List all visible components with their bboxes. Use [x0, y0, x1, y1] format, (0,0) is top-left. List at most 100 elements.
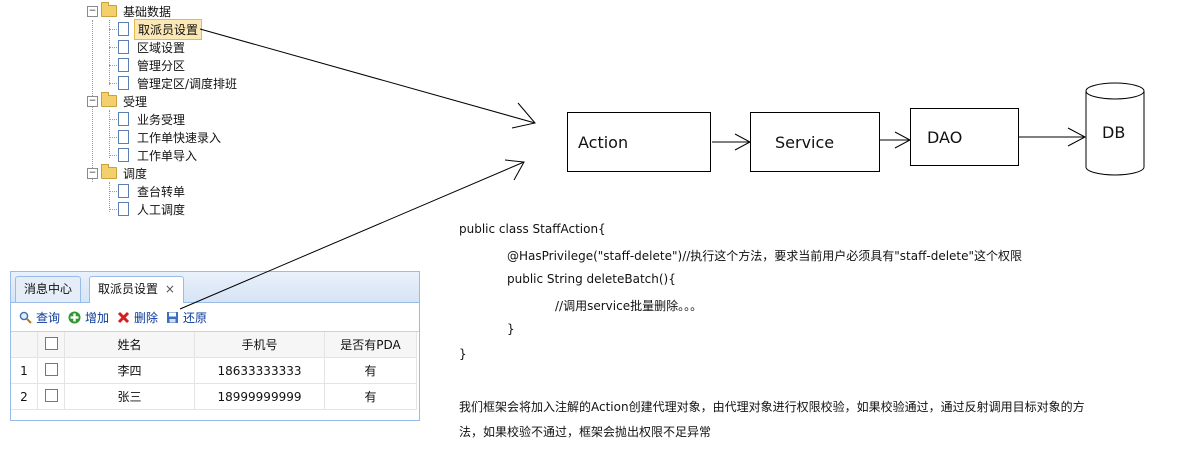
code-line: } [507, 322, 515, 336]
row-number: 1 [11, 357, 38, 384]
delete-button[interactable]: 删除 [117, 309, 158, 326]
description-line: 法，如果校验不通过，框架会抛出权限不足异常 [459, 425, 712, 439]
code-line: @HasPrivilege("staff-delete")//执行这个方法，要求… [507, 249, 1023, 263]
arrowhead [1067, 127, 1087, 147]
tree-item-label: 工作单快速录入 [137, 130, 222, 145]
tree-item-label: 工作单导入 [137, 148, 198, 163]
code-line: } [459, 347, 467, 361]
folder-icon [101, 92, 117, 107]
row-checkbox-cell [37, 383, 65, 410]
tree-item-label: 管理分区 [137, 58, 186, 73]
delete-label: 删除 [134, 310, 159, 325]
action-label: Action [578, 132, 629, 152]
cell-name: 李四 [64, 357, 195, 384]
collapse-icon[interactable]: − [87, 167, 98, 179]
collapse-icon[interactable]: − [87, 95, 98, 107]
dao-label: DAO [927, 127, 963, 147]
document-icon [118, 112, 129, 126]
document-icon [118, 58, 129, 72]
plus-icon [68, 311, 81, 323]
document-icon [118, 202, 129, 216]
tree-group-accept[interactable]: − 受理 [87, 92, 150, 110]
table-row[interactable]: 2 张三 18999999999 有 [11, 383, 417, 410]
tree-group-label: 调度 [123, 166, 148, 181]
service-label: Service [775, 132, 835, 152]
tree-item-business-accept[interactable]: 业务受理 [118, 110, 188, 128]
collapse-icon[interactable]: − [87, 5, 98, 17]
restore-label: 还原 [183, 310, 208, 325]
document-icon [118, 22, 129, 36]
tree-item-label: 业务受理 [137, 112, 186, 127]
select-all-cell [37, 332, 65, 358]
save-icon [167, 311, 179, 323]
tree-group-dispatch[interactable]: − 调度 [87, 164, 150, 182]
tree-item-manage-partition[interactable]: 管理分区 [118, 56, 188, 74]
tab-label: 取派员设置 [98, 282, 159, 296]
row-number: 2 [11, 383, 38, 410]
cell-pda: 有 [324, 383, 417, 410]
tree-group-label: 受理 [123, 94, 148, 109]
restore-button[interactable]: 还原 [166, 309, 207, 326]
tab-bar: 消息中心 取派员设置 × [11, 272, 419, 303]
db-cylinder-icon [1085, 82, 1145, 176]
cell-pda: 有 [324, 357, 417, 384]
arrowhead [511, 102, 536, 129]
tab-label: 消息中心 [24, 282, 73, 296]
cell-phone: 18633333333 [194, 357, 325, 384]
table-row[interactable]: 1 李四 18633333333 有 [11, 357, 417, 384]
column-header-pda[interactable]: 是否有PDA [324, 332, 417, 358]
cell-name: 张三 [64, 383, 195, 410]
column-header-phone[interactable]: 手机号 [194, 332, 325, 358]
tree-item-manage-fixed-area[interactable]: 管理定区/调度排班 [118, 74, 240, 92]
row-checkbox-cell [37, 357, 65, 384]
tree-item-import[interactable]: 工作单导入 [118, 146, 200, 164]
document-icon [118, 130, 129, 144]
tree-item-label: 人工调度 [137, 202, 186, 217]
folder-icon [101, 164, 117, 179]
document-icon [118, 184, 129, 198]
add-button[interactable]: 增加 [68, 309, 109, 326]
document-icon [118, 76, 129, 90]
dao-box: DAO [910, 108, 1019, 166]
cross-icon [117, 311, 130, 323]
service-box: Service [750, 112, 880, 172]
add-label: 增加 [85, 310, 110, 325]
description-line: 我们框架会将加入注解的Action创建代理对象，由代理对象进行权限校验，如果校验… [459, 400, 1085, 414]
tab-panel: 消息中心 取派员设置 × 查询 增加 删除 还原 姓名 手机号 [10, 271, 420, 421]
tab-courier-settings[interactable]: 取派员设置 × [89, 276, 184, 303]
arrow-menu-to-action [199, 28, 536, 124]
arrowhead [504, 159, 525, 181]
action-box: Action [567, 112, 711, 172]
tree-item-label: 区域设置 [137, 40, 186, 55]
row-checkbox[interactable] [44, 388, 58, 402]
tab-message-center[interactable]: 消息中心 [15, 276, 82, 302]
column-header-name[interactable]: 姓名 [64, 332, 195, 358]
row-number-header [11, 332, 38, 358]
query-label: 查询 [36, 310, 61, 325]
grid-header-row: 姓名 手机号 是否有PDA [11, 332, 417, 358]
code-line: public class StaffAction{ [459, 222, 606, 236]
row-checkbox[interactable] [44, 362, 58, 376]
tree-group-label: 基础数据 [123, 4, 172, 19]
arrow-delete-to-action [179, 161, 525, 310]
code-line: //调用service批量删除。。。 [555, 299, 703, 313]
search-icon [19, 311, 32, 324]
tree-item-label: 查台转单 [137, 184, 186, 199]
code-line: public String deleteBatch(){ [507, 272, 676, 286]
document-icon [118, 40, 129, 54]
close-icon[interactable]: × [164, 282, 175, 296]
tree-group-basic-data[interactable]: − 基础数据 [87, 2, 174, 20]
tree-item-label: 取派员设置 [134, 18, 203, 40]
tree-item-courier-settings[interactable]: 取派员设置 [118, 18, 203, 40]
tree-item-region-settings[interactable]: 区域设置 [118, 38, 188, 56]
select-all-checkbox[interactable] [44, 336, 58, 350]
data-grid: 姓名 手机号 是否有PDA 1 李四 18633333333 有 2 张三 18… [11, 332, 417, 410]
cell-phone: 18999999999 [194, 383, 325, 410]
tree-item-transfer[interactable]: 查台转单 [118, 182, 188, 200]
db-label: DB [1102, 123, 1126, 142]
tree-item-quick-entry[interactable]: 工作单快速录入 [118, 128, 224, 146]
toolbar: 查询 增加 删除 还原 [11, 303, 419, 332]
query-button[interactable]: 查询 [19, 309, 60, 326]
tree-item-manual-dispatch[interactable]: 人工调度 [118, 200, 188, 218]
